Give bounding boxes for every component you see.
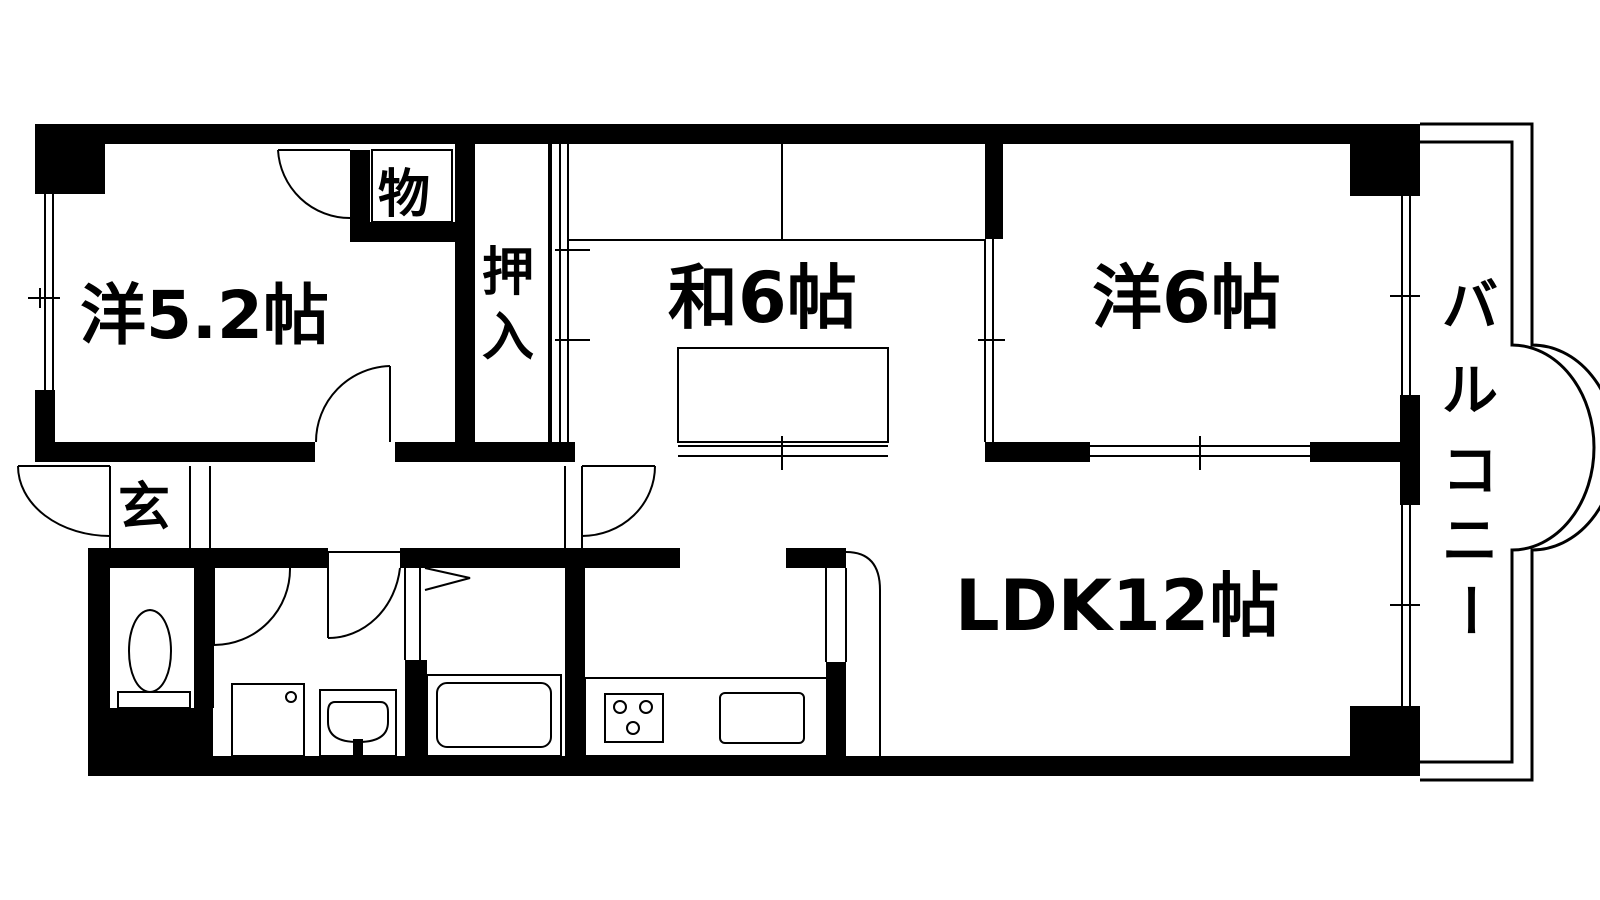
storage-box (371, 149, 453, 223)
balcony-char: バ (1442, 274, 1498, 339)
room-label-japanese-6: 和6帖 (668, 257, 857, 339)
room-label-western-5-2: 洋5.2帖 (80, 277, 329, 354)
walls (35, 124, 1420, 776)
bathtub-icon (426, 674, 562, 757)
entrance-box (112, 470, 188, 544)
kitchen-sink-icon (719, 692, 805, 744)
room-label-closet-top: 押 (482, 243, 534, 303)
balcony (1420, 122, 1600, 782)
balcony-char: コ (1442, 439, 1498, 504)
balcony-char: ー (1436, 582, 1501, 638)
stove-icon (584, 677, 828, 757)
thin-lines (28, 144, 1420, 756)
toilet-icon (117, 608, 191, 709)
room-label-storage: 物 (378, 165, 430, 225)
washer-icon (231, 683, 305, 757)
room-label-western-6: 洋6帖 (1092, 257, 1281, 339)
room-label-entrance: 玄 (118, 478, 170, 538)
balcony-label: バ ル コ ニ ー (1436, 274, 1501, 638)
doors (17, 149, 656, 646)
sink-icon (319, 689, 397, 757)
room-label-closet-bottom: 入 (482, 308, 534, 368)
fixtures (117, 608, 828, 757)
balcony-char: ニ (1442, 509, 1498, 574)
room-label-ldk: LDK12帖 (955, 565, 1279, 647)
balcony-char: ル (1442, 359, 1498, 424)
